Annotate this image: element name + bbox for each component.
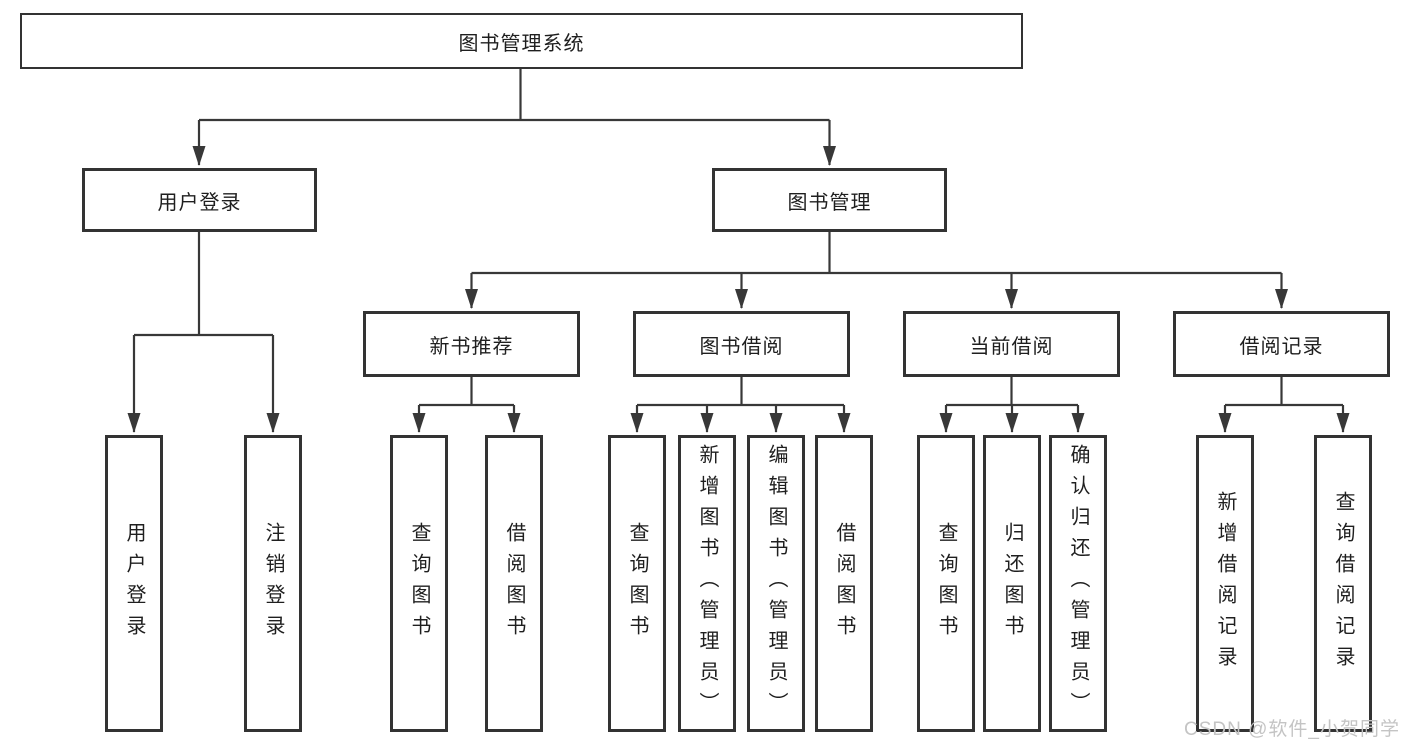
node-label: 图书借阅 [699,335,784,358]
leaf-borrow-books-borrowing: 借阅图书 [815,435,873,732]
leaf-query-books-borrowing: 查询图书 [608,435,666,732]
leaf-label: 借阅图书 [503,521,525,646]
leaf-label: 查询图书 [626,521,648,646]
leaf-query-books-recommend: 查询图书 [390,435,448,732]
node-book-borrowing: 图书借阅 [633,311,850,377]
leaf-query-books-current: 查询图书 [917,435,975,732]
leaf-add-borrow-record: 新增借阅记录 [1196,435,1254,732]
node-new-book-recommendation: 新书推荐 [363,311,580,377]
node-borrowing-records: 借阅记录 [1173,311,1390,377]
leaf-confirm-return-admin: 确认归还（管理员） [1049,435,1107,732]
node-user-login: 用户登录 [82,168,317,232]
leaf-query-borrow-record: 查询借阅记录 [1314,435,1372,732]
leaf-logout: 注销登录 [244,435,302,732]
leaf-label: 查询图书 [935,521,957,646]
node-label: 新书推荐 [429,335,514,358]
node-label: 图书管理系统 [458,32,585,55]
leaf-edit-book-admin: 编辑图书（管理员） [747,435,805,732]
leaf-label: 确认归还（管理员） [1067,444,1089,723]
leaf-add-book-admin: 新增图书（管理员） [678,435,736,732]
leaf-label: 注销登录 [262,521,284,646]
leaf-label: 查询图书 [408,521,430,646]
leaf-label: 用户登录 [123,521,145,646]
node-label: 图书管理 [787,191,872,214]
node-library-management-system: 图书管理系统 [20,13,1023,69]
leaf-label: 借阅图书 [833,521,855,646]
leaf-label: 查询借阅记录 [1332,490,1354,677]
leaf-return-book: 归还图书 [983,435,1041,732]
leaf-label: 归还图书 [1001,521,1023,646]
leaf-label: 编辑图书（管理员） [765,444,787,723]
leaf-borrow-books-recommend: 借阅图书 [485,435,543,732]
node-current-borrowing: 当前借阅 [903,311,1120,377]
node-label: 用户登录 [157,191,242,214]
node-label: 当前借阅 [969,335,1054,358]
node-book-management: 图书管理 [712,168,947,232]
leaf-label: 新增借阅记录 [1214,490,1236,677]
leaf-label: 新增图书（管理员） [696,444,718,723]
watermark: CSDN @软件_小贺同学 [1184,719,1400,740]
node-label: 借阅记录 [1239,335,1324,358]
leaf-user-login: 用户登录 [105,435,163,732]
